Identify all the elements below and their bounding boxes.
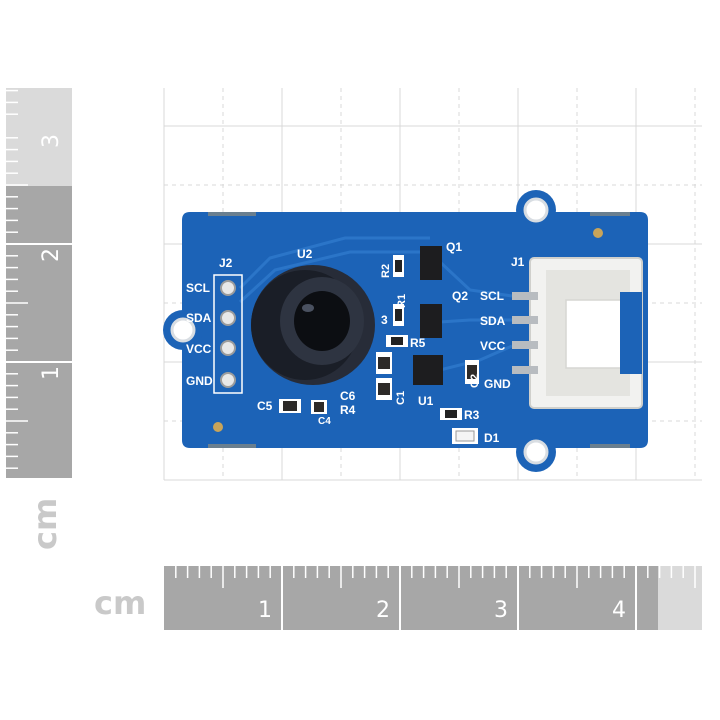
label-left-vcc: VCC: [186, 342, 212, 356]
label-three: 3: [381, 313, 388, 327]
vertical-unit-label: cm: [26, 498, 64, 550]
mount-hole-top: [523, 197, 549, 223]
vertical-ruler: 1 2 3 cm: [6, 88, 72, 550]
sensor-board: J2 SCL SDA VCC GND J1 SCL SDA VCC GND U2…: [163, 190, 648, 472]
left-header: [213, 274, 243, 394]
smd-components: [279, 246, 479, 444]
label-c5: C5: [257, 399, 273, 413]
mount-hole-left: [170, 317, 196, 343]
label-q1: Q1: [446, 240, 462, 254]
label-left-gnd: GND: [186, 374, 213, 388]
ruler-label-h2: 2: [376, 598, 390, 623]
ruler-label-2: 2: [39, 248, 64, 262]
horizontal-ruler: 1 2 3 4 cm: [94, 566, 702, 630]
ruler-label-h3: 3: [494, 598, 508, 623]
label-right-vcc: VCC: [480, 339, 506, 353]
ruler-label-h1: 1: [258, 598, 272, 623]
label-r2: R2: [380, 264, 392, 278]
label-left-sda: SDA: [186, 311, 212, 325]
label-u1: U1: [418, 394, 434, 408]
label-left-scl: SCL: [186, 281, 210, 295]
label-j1: J1: [511, 255, 525, 269]
ir-sensor-lens: [251, 265, 375, 385]
label-r5: R5: [410, 336, 426, 350]
grove-connector: [512, 257, 643, 409]
label-r1: R1: [396, 294, 408, 308]
horizontal-unit-label: cm: [94, 584, 146, 622]
label-c2: C2: [469, 374, 481, 388]
label-right-scl: SCL: [480, 289, 504, 303]
label-r4: R4: [340, 403, 356, 417]
label-c6: C6: [340, 389, 356, 403]
mount-hole-bottom: [523, 439, 549, 465]
label-q2: Q2: [452, 289, 468, 303]
ruler-label-1: 1: [39, 366, 64, 380]
label-d1: D1: [484, 431, 500, 445]
label-right-gnd: GND: [484, 377, 511, 391]
ruler-label-h4: 4: [612, 598, 626, 623]
label-c1: C1: [395, 391, 407, 405]
ruler-label-3: 3: [39, 134, 64, 148]
label-right-sda: SDA: [480, 314, 506, 328]
label-r3: R3: [464, 408, 480, 422]
label-u2: U2: [297, 247, 313, 261]
label-c4: C4: [318, 416, 331, 427]
label-j2: J2: [219, 256, 233, 270]
